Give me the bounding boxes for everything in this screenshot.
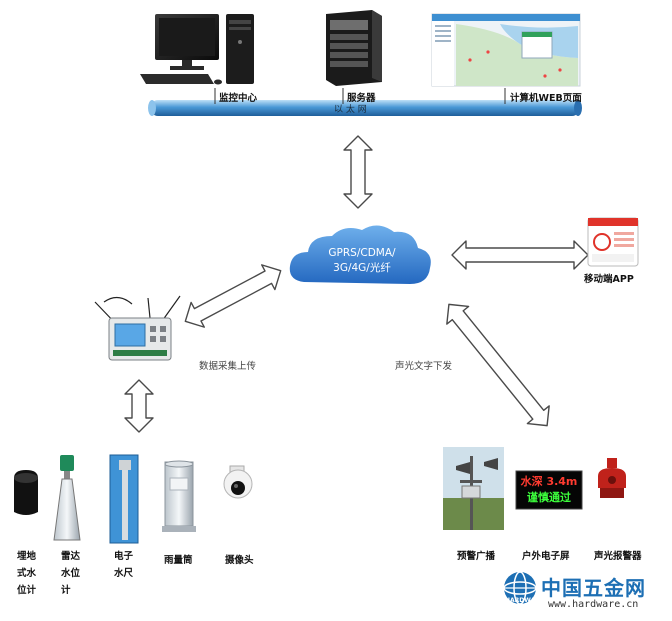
radar-level-line-1: 雷达 xyxy=(61,551,81,562)
hardware-logo-icon xyxy=(503,571,537,605)
arrow-collector-sensors xyxy=(124,379,154,433)
logo-mark-text: HARDWARE xyxy=(505,597,544,604)
rain-gauge-label: 雨量筒 xyxy=(164,555,193,566)
mobile-phone-icon xyxy=(587,217,639,267)
led-screen-label: 户外电子屏 xyxy=(522,551,570,562)
buried-level-line-3: 位计 xyxy=(17,585,37,596)
arrow-cloud-collector xyxy=(184,264,282,328)
cloud-icon xyxy=(289,225,431,284)
watermark-name: 中国五金网 xyxy=(541,576,646,600)
web-page-icon xyxy=(431,13,581,87)
ethernet-label: 以 太 网 xyxy=(334,105,367,115)
data-collector-icon xyxy=(94,295,181,361)
upload-label: 数据采集上传 xyxy=(199,361,257,372)
led-screen-icon xyxy=(515,470,583,510)
arrow-ethernet-cloud xyxy=(343,135,373,209)
cloud-line-1: GPRS/CDMA/ xyxy=(328,247,396,259)
arrow-cloud-alarms xyxy=(446,303,550,427)
buried-level-sensor-icon xyxy=(14,470,38,515)
radar-level-label: 雷达 水位 计 xyxy=(61,548,80,599)
warning-broadcast-icon xyxy=(443,447,504,530)
electronic-gauge-icon xyxy=(109,454,139,544)
buried-level-line-1: 埋地 xyxy=(17,551,37,562)
monitor-center-label: 监控中心 xyxy=(219,93,258,104)
arrow-cloud-mobile xyxy=(451,240,589,270)
buried-level-label: 埋地 式水 位计 xyxy=(17,548,36,599)
e-gauge-line-2: 水尺 xyxy=(114,568,134,579)
desktop-pc-icon xyxy=(140,14,254,85)
radar-level-sensor-icon xyxy=(53,455,81,541)
server-icon xyxy=(326,10,382,86)
cloud-line-2: 3G/4G/光纤 xyxy=(333,262,391,274)
led-line-1: 水深 3.4m xyxy=(520,475,578,488)
broadcast-label: 预警广播 xyxy=(457,551,496,562)
rain-gauge-icon xyxy=(162,460,196,532)
download-label: 声光文字下发 xyxy=(395,361,453,372)
radar-level-line-2: 水位 xyxy=(61,568,81,579)
siren-icon xyxy=(598,458,626,498)
buried-level-line-2: 式水 xyxy=(17,568,37,579)
watermark-url: www.hardware.cn xyxy=(548,599,639,610)
led-line-2: 谨慎通过 xyxy=(527,491,571,504)
mobile-app-label: 移动端APP xyxy=(584,274,634,285)
e-gauge-line-1: 电子 xyxy=(114,551,134,562)
radar-level-line-3: 计 xyxy=(61,585,71,596)
e-gauge-label: 电子 水尺 xyxy=(114,548,133,582)
camera-label: 摄像头 xyxy=(225,555,254,566)
ethernet-bus xyxy=(148,100,582,116)
web-page-label: 计算机WEB页面 xyxy=(510,93,582,104)
siren-label: 声光报警器 xyxy=(594,551,642,562)
cloud-label: GPRS/CDMA/ 3G/4G/光纤 xyxy=(306,246,418,276)
server-label: 服务器 xyxy=(347,93,376,104)
camera-icon xyxy=(223,465,253,499)
